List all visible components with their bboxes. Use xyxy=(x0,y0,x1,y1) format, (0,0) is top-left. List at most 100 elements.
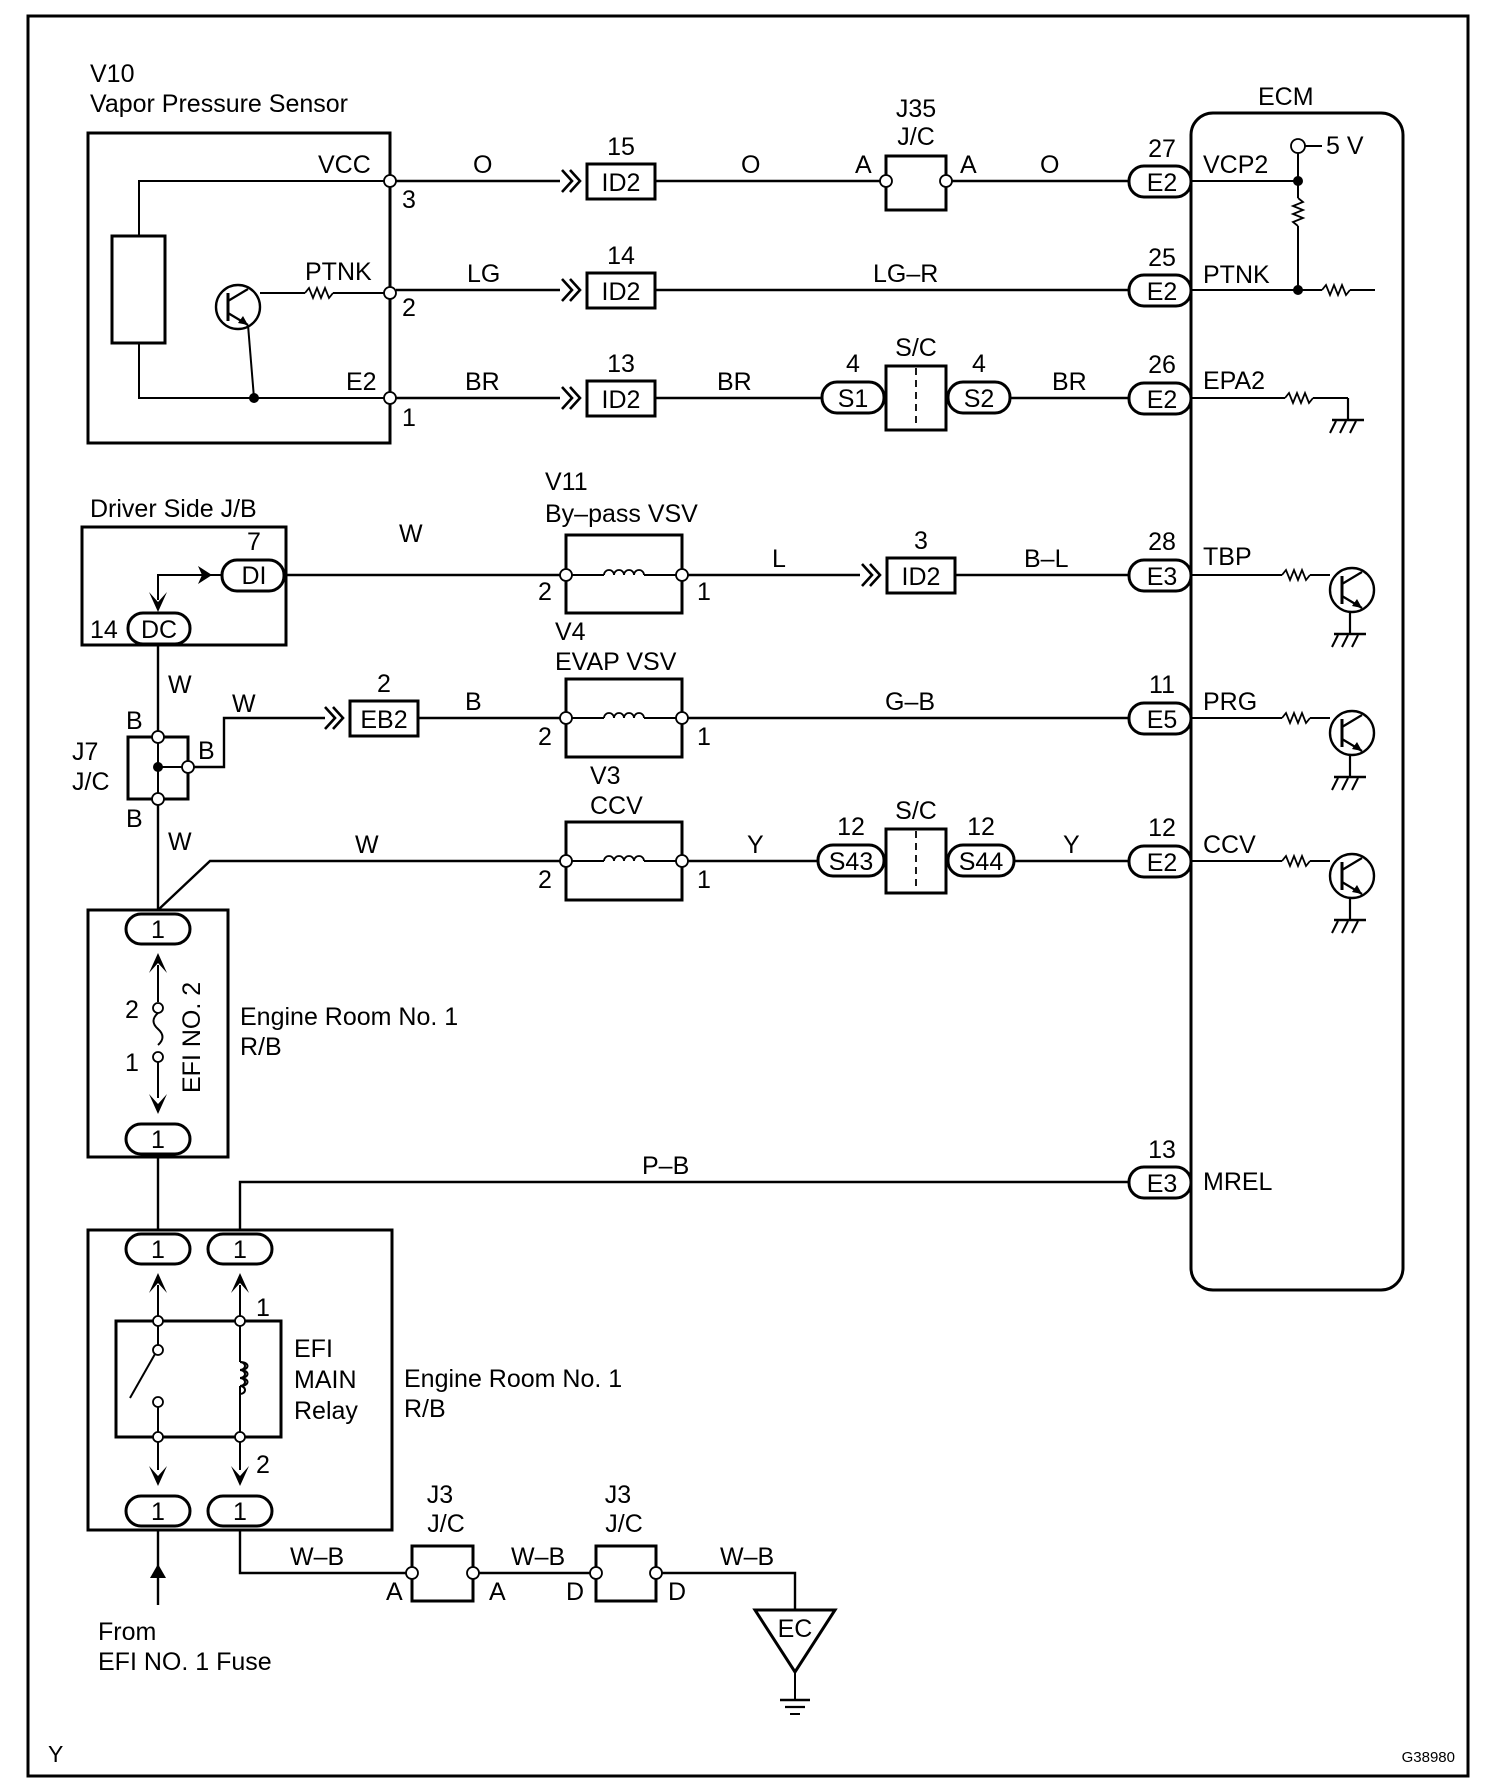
rb1-pin-top: 1 xyxy=(151,916,165,944)
rb1-line2: R/B xyxy=(240,1033,282,1061)
j3-jc-d: J3 J/C D D xyxy=(566,1481,686,1606)
ecm-tbp: TBP xyxy=(1203,543,1252,571)
e3-13-label: E3 xyxy=(1147,1170,1178,1198)
relay-label-2: MAIN xyxy=(294,1366,357,1394)
j35-pin-a-right: A xyxy=(960,151,977,179)
v10-pin-1: 1 xyxy=(402,404,416,432)
wire-w-3: W xyxy=(232,690,256,718)
wire-lg-r: LG–R xyxy=(873,260,938,288)
wire-p-b: P–B xyxy=(642,1152,689,1180)
sc-2-label: S/C xyxy=(895,797,937,825)
ecm-prg: PRG xyxy=(1203,688,1257,716)
rb2-line1: Engine Room No. 1 xyxy=(404,1365,622,1393)
v4-pin-2: 2 xyxy=(538,723,552,751)
sc-1-label: S/C xyxy=(895,334,937,362)
v10-pin-3: 3 xyxy=(402,186,416,214)
eb2-num: 2 xyxy=(377,670,391,698)
id2-13-label: ID2 xyxy=(602,386,641,414)
ecm-5v: 5 V xyxy=(1326,132,1364,160)
wire-y-1: Y xyxy=(747,831,764,859)
engine-room-rb-fuse: 1 1 2 1 EFI NO. 2 Engine Room No. 1 R/B xyxy=(86,908,458,1159)
e2-27-num: 27 xyxy=(1148,135,1176,163)
vcc-circuit: ID2 15 J35 J/C A A E2 27 O O O xyxy=(396,95,1193,212)
v10-pin-2: 2 xyxy=(402,294,416,322)
j35-jc xyxy=(884,154,948,212)
id2-14-label: ID2 xyxy=(602,278,641,306)
bypass-vsv: V11 By–pass VSV 2 1 xyxy=(538,468,711,615)
j7-type: J/C xyxy=(72,768,110,796)
e2-12-label: E2 xyxy=(1147,849,1178,877)
v10-name: Vapor Pressure Sensor xyxy=(90,90,348,118)
s43-label: S43 xyxy=(829,848,873,876)
v3-name: CCV xyxy=(590,792,643,820)
relay-coil-pin-1: 1 xyxy=(256,1294,270,1322)
j7-pin-b-top: B xyxy=(126,707,143,735)
e3-28-num: 28 xyxy=(1148,528,1176,556)
j35-pin-a-left: A xyxy=(855,151,872,179)
j7-pin-b-right: B xyxy=(198,737,215,765)
v4-pin-1: 1 xyxy=(697,723,711,751)
e2-25-num: 25 xyxy=(1148,244,1176,272)
rb2-pin-tl: 1 xyxy=(151,1236,165,1264)
dc-num: 14 xyxy=(90,616,118,644)
efi-main-relay xyxy=(114,1319,283,1439)
v4-name: EVAP VSV xyxy=(555,648,677,676)
eb2-label: EB2 xyxy=(360,706,407,734)
v11-pin-1: 1 xyxy=(697,578,711,606)
ground-ec: EC xyxy=(752,1608,838,1715)
e2-26-label: E2 xyxy=(1147,386,1178,414)
wire-w-5: W xyxy=(355,831,379,859)
wire-lg: LG xyxy=(467,260,500,288)
ecm-ccv: CCV xyxy=(1203,831,1256,859)
rb2-pin-tr: 1 xyxy=(233,1236,247,1264)
e5-11-num: 11 xyxy=(1149,671,1175,699)
s1-label: S1 xyxy=(838,385,869,413)
wire-w-1: W xyxy=(399,520,423,548)
ecm-mrel: MREL xyxy=(1203,1168,1273,1196)
wire-w-b-2: W–B xyxy=(511,1543,565,1571)
rb2-pin-bl: 1 xyxy=(151,1498,165,1526)
wire-g-b: G–B xyxy=(885,688,935,716)
id2-15-label: ID2 xyxy=(602,169,641,197)
id2-3-label: ID2 xyxy=(902,563,941,591)
rb1-pin-bottom: 1 xyxy=(151,1126,165,1154)
v10-ptnk-label: PTNK xyxy=(305,258,372,286)
tbp-transistor xyxy=(1328,566,1376,614)
e5-11-label: E5 xyxy=(1147,706,1178,734)
wire-o-2: O xyxy=(741,151,760,179)
di-label: DI xyxy=(242,562,267,590)
j3b-pin-d-left: D xyxy=(566,1578,584,1606)
wire-w-b-1: W–B xyxy=(290,1543,344,1571)
wire-w-2: W xyxy=(168,671,192,699)
j35-code: J35 xyxy=(896,95,936,123)
rb2-line2: R/B xyxy=(404,1395,446,1423)
wire-br-2: BR xyxy=(717,368,752,396)
jb-title: Driver Side J/B xyxy=(90,495,257,523)
j3b-pin-d-right: D xyxy=(668,1578,686,1606)
relay-coil-pin-2: 2 xyxy=(256,1451,270,1479)
driver-side-jb: Driver Side J/B DI 7 DC 14 xyxy=(80,495,288,647)
ptnk-circuit: ID2 14 E2 25 LG LG–R xyxy=(396,242,1193,310)
prg-transistor xyxy=(1328,709,1376,757)
j7-code: J7 xyxy=(72,738,98,766)
footer-left: Y xyxy=(48,1741,63,1767)
j3a-pin-a-right: A xyxy=(489,1578,506,1606)
v11-pin-2: 2 xyxy=(538,578,552,606)
j3a-type: J/C xyxy=(427,1510,465,1538)
dc-label: DC xyxy=(141,616,177,644)
s1-num: 4 xyxy=(846,350,860,378)
ccv-transistor xyxy=(1328,852,1376,900)
di-num: 7 xyxy=(247,528,261,556)
wire-o-3: O xyxy=(1040,151,1059,179)
j7-jc: W B B B J7 J/C xyxy=(72,645,215,833)
wire-br-1: BR xyxy=(465,368,500,396)
s2-label: S2 xyxy=(964,385,995,413)
v10-e2-label: E2 xyxy=(346,368,377,396)
wire-w-b-3: W–B xyxy=(720,1543,774,1571)
j3b-type: J/C xyxy=(605,1510,643,1538)
ccv-vsv: V3 CCV 2 1 xyxy=(538,762,711,902)
vapor-pressure-sensor: V10 Vapor Pressure Sensor VCC PTNK E2 3 … xyxy=(86,60,416,445)
wire-l: L xyxy=(772,545,786,573)
v3-code: V3 xyxy=(590,762,621,790)
wire-y-2: Y xyxy=(1063,831,1080,859)
